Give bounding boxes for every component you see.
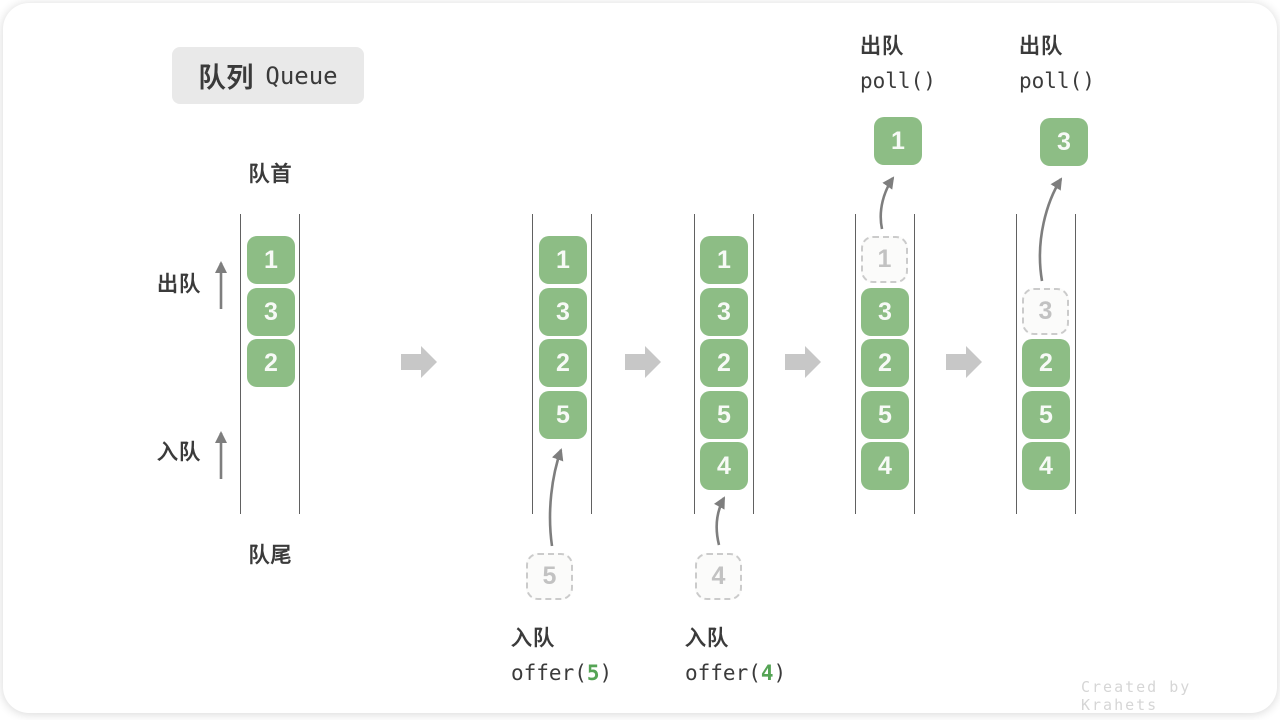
queue-item: 2 [247, 339, 295, 387]
queue-item: 1 [700, 236, 748, 284]
title-zh: 队列 [198, 63, 255, 93]
queue-item: 1 [539, 236, 587, 284]
offer-fn: offer( [511, 661, 587, 685]
queue-front-label: 队首 [248, 163, 293, 186]
poll-caption-code: poll() [1019, 69, 1095, 93]
queue-item: 4 [861, 442, 909, 490]
diagram-canvas: 队列 Queue 队首 队尾 出队 入队 1 3 2 1 3 2 5 5 1 3… [3, 3, 1277, 713]
poll-caption-1: 出队 poll() [860, 29, 936, 98]
offer-caption-label: 入队 [511, 627, 555, 650]
queue-container-5 [1016, 214, 1076, 514]
popped-item: 1 [874, 117, 922, 165]
queue-rear-label: 队尾 [248, 544, 293, 567]
title-box: 队列 Queue [172, 47, 364, 104]
offer-caption-5: 入队 offer(5) [511, 621, 612, 690]
queue-item: 2 [700, 339, 748, 387]
poll-caption-label: 出队 [860, 35, 904, 58]
queue-container-3 [694, 214, 754, 514]
queue-item: 5 [539, 391, 587, 439]
queue-item: 2 [539, 339, 587, 387]
poll-caption-code: poll() [860, 69, 936, 93]
queue-item: 5 [700, 391, 748, 439]
queue-item: 3 [247, 288, 295, 336]
queue-container-2 [532, 214, 592, 514]
pending-item: 5 [526, 553, 573, 600]
offer-close: ) [599, 661, 613, 685]
dequeue-side-label: 出队 [157, 273, 201, 296]
offer-caption-4: 入队 offer(4) [685, 621, 786, 690]
offer-caption-code: offer(4) [685, 656, 786, 690]
offer-arg: 4 [760, 661, 774, 685]
queue-item: 2 [1022, 339, 1070, 387]
queue-item: 3 [700, 288, 748, 336]
queue-container-1 [240, 214, 300, 514]
enqueue-side-label: 入队 [157, 441, 201, 464]
poll-caption-2: 出队 poll() [1019, 29, 1095, 98]
popped-item: 3 [1040, 118, 1088, 166]
queue-item: 4 [1022, 442, 1070, 490]
queue-item: 3 [861, 288, 909, 336]
arrows-overlay [215, 176, 1063, 547]
watermark: Created by Krahets [1081, 678, 1192, 713]
next-step-arrow-icon [625, 346, 661, 378]
queue-item: 4 [700, 442, 748, 490]
dequeued-slot: 3 [1022, 288, 1069, 335]
offer-caption-label: 入队 [685, 627, 729, 650]
pending-item: 4 [695, 553, 742, 600]
next-step-arrow-icon [401, 346, 437, 378]
queue-item: 3 [539, 288, 587, 336]
dequeued-slot: 1 [861, 236, 908, 283]
offer-fn: offer( [685, 661, 761, 685]
title-en: Queue [265, 61, 338, 90]
queue-item: 5 [1022, 391, 1070, 439]
poll-caption-label: 出队 [1019, 35, 1063, 58]
offer-arg: 5 [586, 661, 600, 685]
offer-close: ) [773, 661, 787, 685]
offer-caption-code: offer(5) [511, 656, 612, 690]
queue-item: 2 [861, 339, 909, 387]
queue-item: 5 [861, 391, 909, 439]
next-step-arrow-icon [785, 346, 821, 378]
queue-container-4 [855, 214, 915, 514]
next-step-arrow-icon [946, 346, 982, 378]
queue-item: 1 [247, 236, 295, 284]
